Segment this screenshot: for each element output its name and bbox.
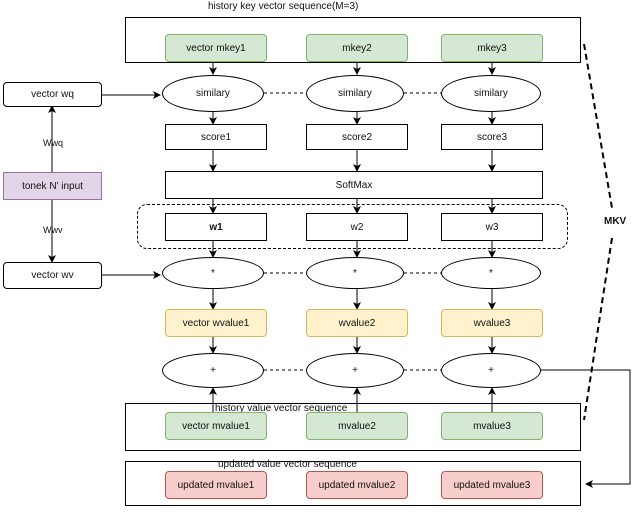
- score-box-1[interactable]: score1: [165, 124, 267, 150]
- history-value-container: [125, 403, 581, 451]
- arrow-plus-to-updated: [541, 369, 631, 488]
- wvalue-box-1[interactable]: vector wvalue1: [165, 309, 267, 337]
- token-input-box[interactable]: tonek N' input: [3, 172, 102, 200]
- updated-value-container: [125, 461, 581, 506]
- weight-box-3[interactable]: w3: [441, 213, 543, 241]
- mvalue-box-1[interactable]: vector mvalue1: [165, 412, 267, 440]
- plus-ellipse-2[interactable]: +: [306, 353, 404, 388]
- vector-wv-box[interactable]: vector wv: [3, 262, 102, 289]
- key-box-3[interactable]: mkey3: [441, 34, 543, 62]
- plus-ellipse-1[interactable]: +: [162, 353, 264, 388]
- history-key-title: history key vector sequence(M=3): [208, 1, 359, 12]
- key-box-1[interactable]: vector mkey1: [165, 34, 267, 62]
- weight-box-2[interactable]: w2: [306, 213, 408, 241]
- similary-ellipse-1[interactable]: similary: [162, 75, 264, 112]
- plus-ellipse-3[interactable]: +: [441, 353, 541, 388]
- wwv-label: Wwv: [43, 225, 63, 235]
- history-value-title: history value vector sequence: [215, 403, 348, 414]
- score-box-3[interactable]: score3: [441, 124, 543, 150]
- mkv-label: MKV: [604, 216, 627, 227]
- mkv-dashed-bottom: [583, 237, 613, 421]
- score-box-2[interactable]: score2: [306, 124, 408, 150]
- history-key-container: [125, 17, 581, 63]
- mvalue-box-3[interactable]: mvalue3: [441, 412, 543, 440]
- similary-ellipse-2[interactable]: similary: [306, 75, 404, 112]
- updated-box-1[interactable]: updated mvalue1: [165, 471, 267, 499]
- wvalue-box-2[interactable]: wvalue2: [306, 309, 408, 337]
- softmax-box[interactable]: SoftMax: [165, 171, 543, 199]
- multiply-ellipse-2[interactable]: *: [306, 257, 404, 289]
- multiply-ellipse-1[interactable]: *: [162, 257, 264, 289]
- weight-label-1: w1: [209, 221, 223, 233]
- updated-box-3[interactable]: updated mvalue3: [441, 471, 543, 499]
- key-box-2[interactable]: mkey2: [306, 34, 408, 62]
- wvalue-box-3[interactable]: wvalue3: [441, 309, 543, 337]
- mvalue-box-2[interactable]: mvalue2: [306, 412, 408, 440]
- wwq-label: Wwq: [43, 138, 63, 148]
- vector-wq-box[interactable]: vector wq: [3, 82, 102, 107]
- weights-dashed-group: [137, 204, 568, 249]
- weight-box-1[interactable]: w1: [165, 213, 267, 241]
- mkv-dashed-top: [583, 43, 613, 209]
- similary-ellipse-3[interactable]: similary: [441, 75, 541, 112]
- updated-box-2[interactable]: updated mvalue2: [306, 471, 408, 499]
- updated-value-title: updated value vector sequence: [218, 459, 357, 470]
- multiply-ellipse-3[interactable]: *: [441, 257, 541, 289]
